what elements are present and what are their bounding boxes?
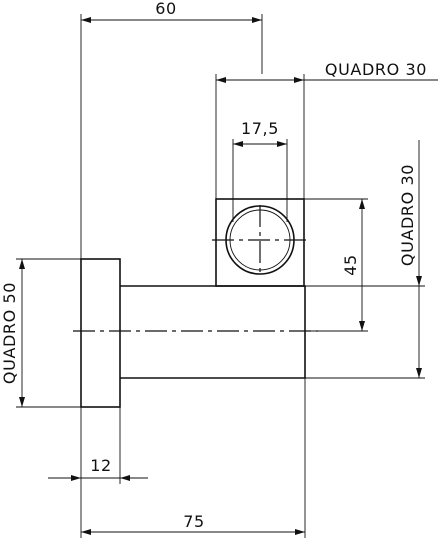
- dimension-label-75: 75: [183, 512, 205, 531]
- dimension-12: [48, 407, 148, 484]
- hook-arm: [120, 285, 306, 379]
- dimension-17-5: [232, 139, 288, 199]
- dimension-label-12: 12: [90, 456, 112, 475]
- dimension-75: [80, 378, 306, 538]
- dimension-quadro-50-left: [16, 258, 81, 408]
- base-plate: [80, 258, 121, 408]
- dimension-label-quadro-30-top: QUADRO 30: [325, 60, 427, 79]
- dimension-label-quadro-30-right: QUADRO 30: [398, 164, 417, 266]
- dimension-label-45: 45: [341, 254, 360, 276]
- dimension-label-60: 60: [155, 0, 177, 18]
- hook-body: [80, 198, 306, 408]
- dimension-label-17-5: 17,5: [241, 119, 279, 138]
- dimension-45: [304, 198, 368, 332]
- dimension-label-quadro-50-left: QUADRO 50: [0, 282, 19, 384]
- dimension-quadro-30-top: [215, 74, 438, 199]
- dimension-quadro-30-right: [305, 140, 425, 379]
- clip-head: [215, 198, 305, 287]
- dimension-60: [80, 14, 263, 259]
